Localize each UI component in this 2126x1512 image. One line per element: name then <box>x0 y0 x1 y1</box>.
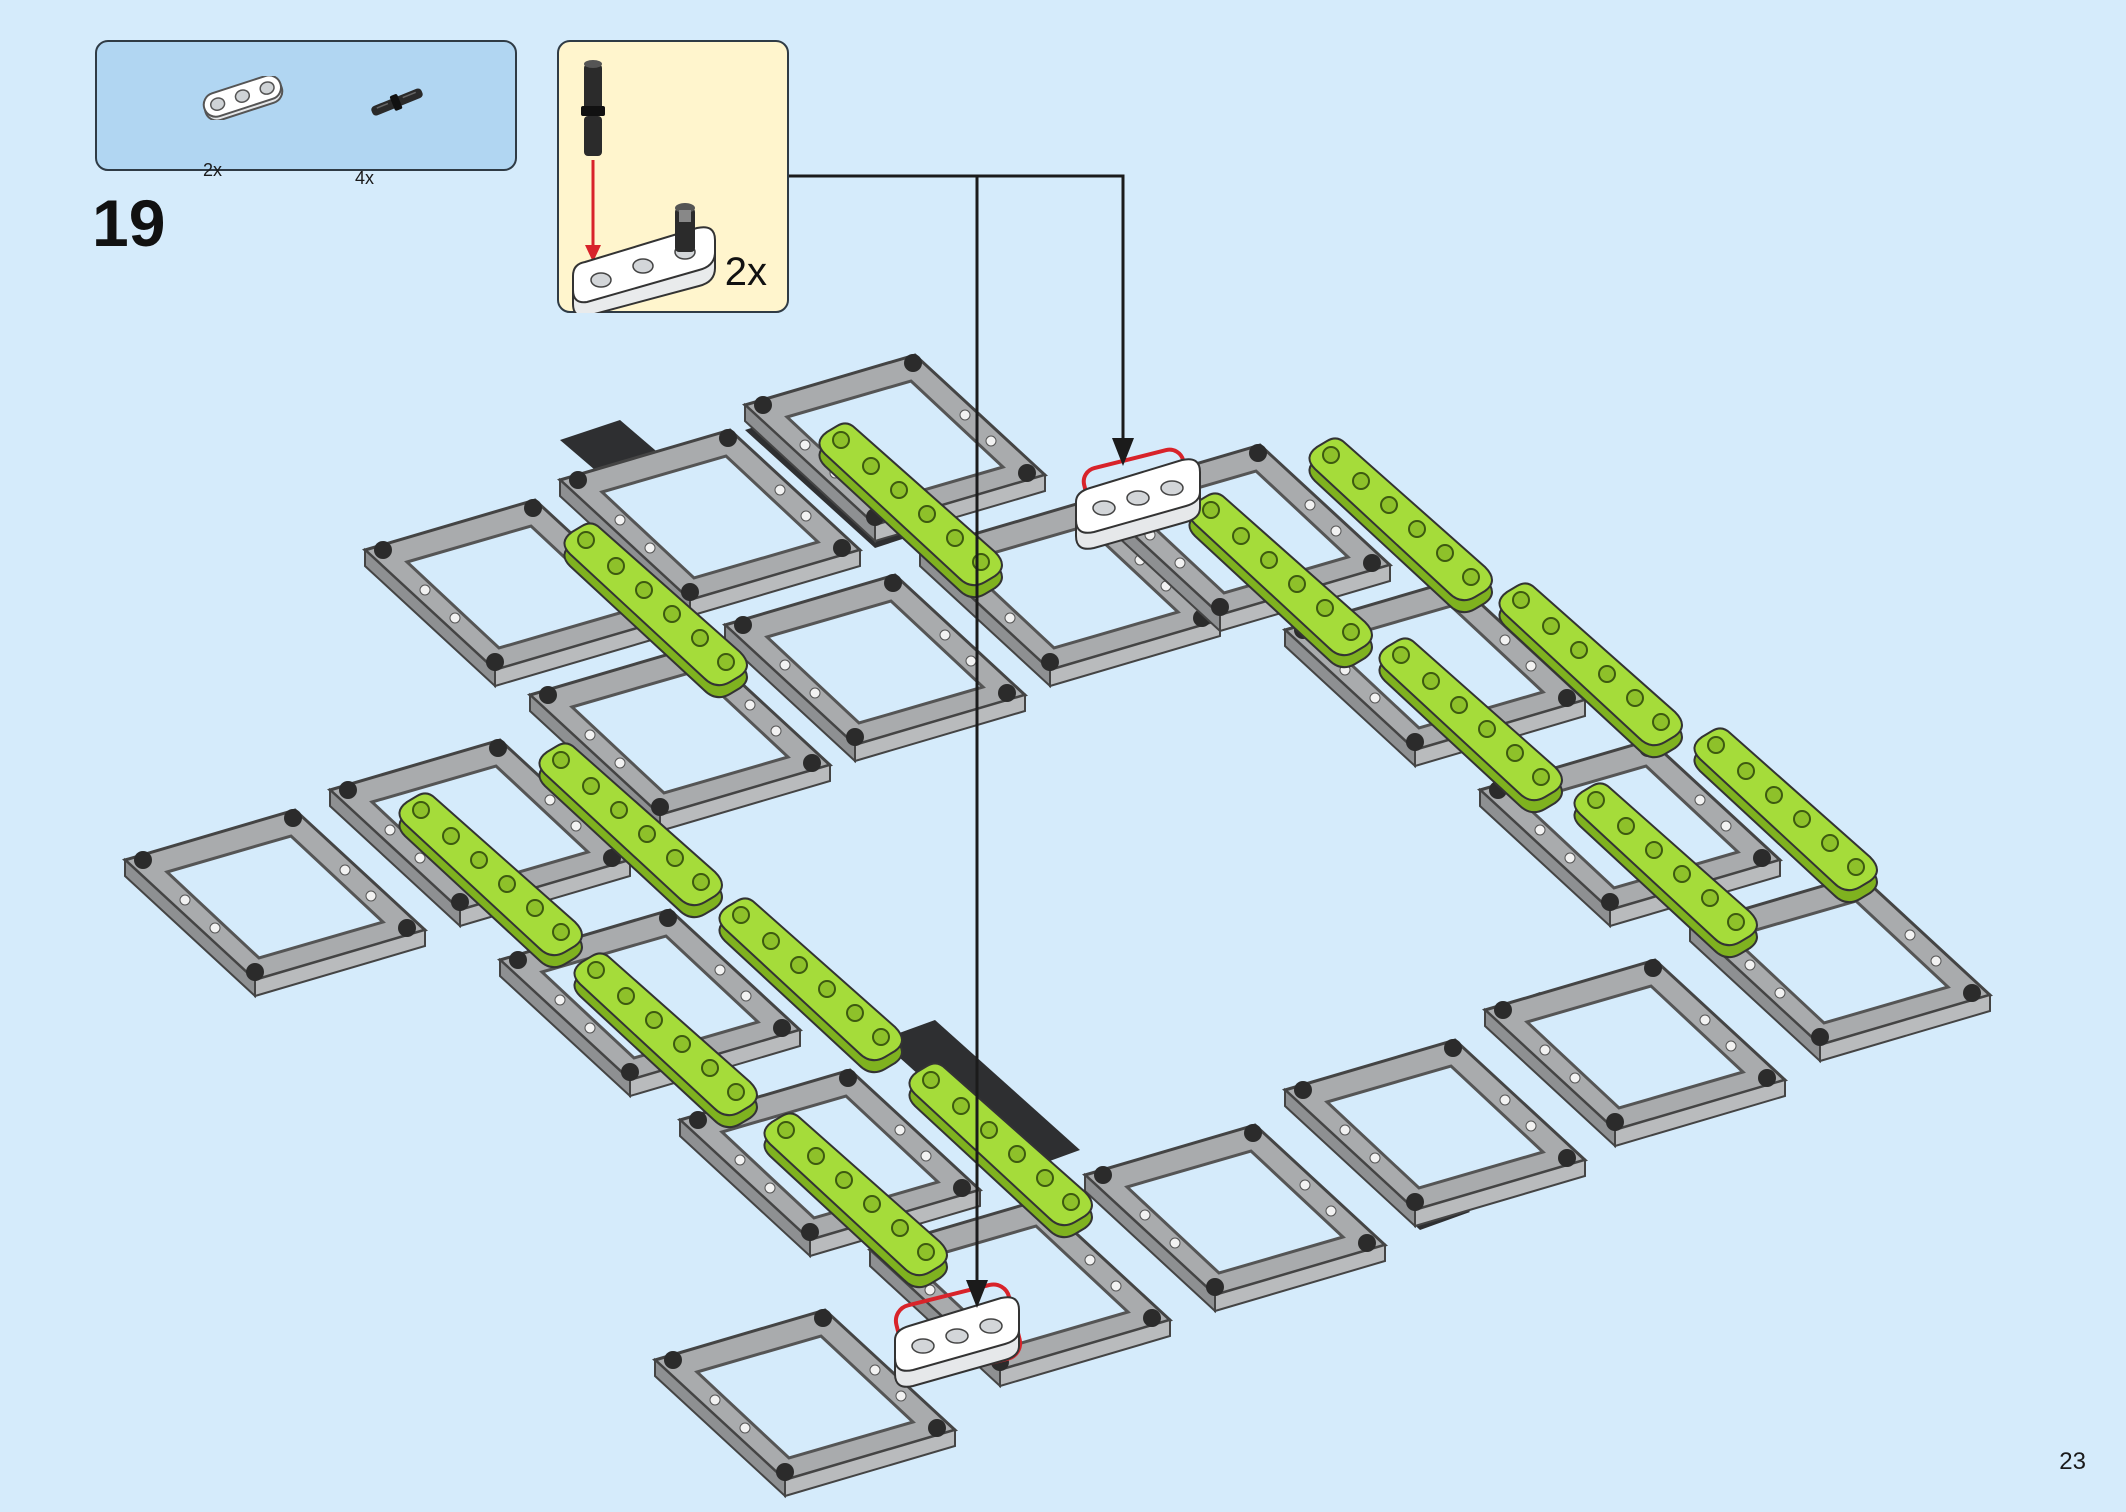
arrow-head <box>966 1280 988 1308</box>
sub-assembly-box: 2x <box>557 40 789 313</box>
parts-list-item-pin: 4x <box>355 84 437 188</box>
step-number: 19 <box>92 186 166 260</box>
parts-list-box: 2x 4x <box>95 40 517 188</box>
pin-icon <box>581 60 605 156</box>
page-number: 23 <box>2059 1448 2086 1475</box>
parts-list-item-beam: 2x <box>193 76 293 180</box>
part-quantity: 4x <box>355 168 375 188</box>
installed-pin-icon <box>675 203 695 252</box>
highlighted-beam-top <box>1075 447 1201 550</box>
black-pin-icon <box>371 88 423 116</box>
sub-assembly-diagram <box>572 60 716 313</box>
white-beam-3-icon <box>202 76 284 120</box>
sub-assembly-quantity: 2x <box>724 250 767 294</box>
highlighted-beam-bottom <box>893 1282 1023 1388</box>
callout-arrows <box>789 174 1125 1282</box>
part-quantity: 2x <box>203 160 223 180</box>
arrow-head <box>1112 438 1134 466</box>
